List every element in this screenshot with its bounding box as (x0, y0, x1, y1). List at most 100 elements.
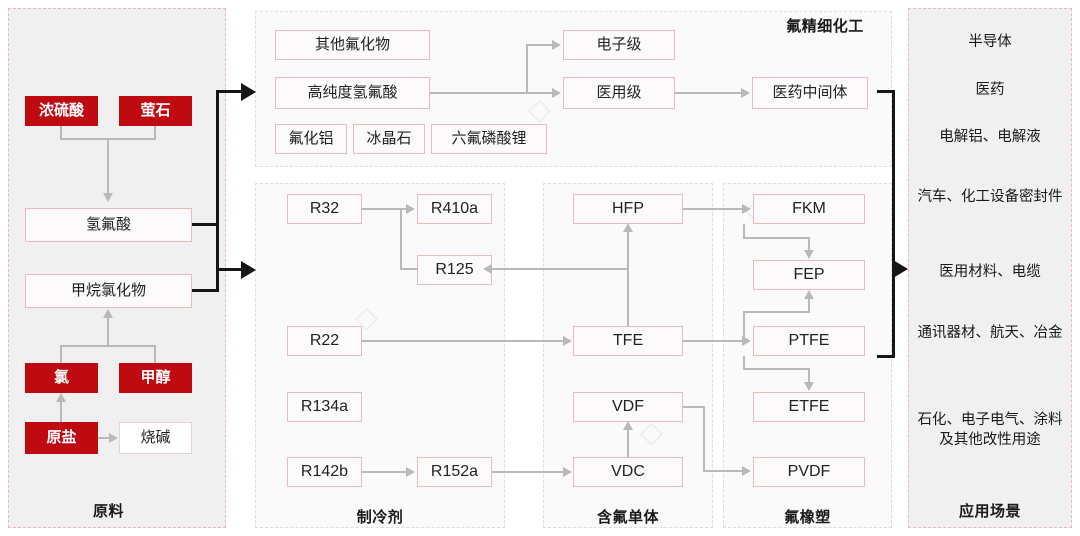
box-ptfe[interactable]: PTFE (753, 326, 865, 356)
box-fep[interactable]: FEP (753, 260, 865, 290)
application-item-auto-chemical-seals: 汽车、化工设备密封件 (917, 189, 1063, 205)
box-label: 其他氟化物 (314, 36, 390, 54)
connector-line (808, 299, 810, 312)
connector-line (683, 406, 705, 408)
box-lithium-hexafluorophosphate[interactable]: 六氟磷酸锂 (431, 124, 547, 154)
box-label: 烧碱 (140, 429, 171, 447)
box-label: R410a (430, 199, 479, 217)
box-r142b[interactable]: R142b (287, 457, 362, 487)
box-label: R125 (435, 260, 474, 278)
connector-line (703, 470, 743, 472)
box-fkm[interactable]: FKM (753, 194, 865, 224)
box-label: 氯 (53, 369, 69, 387)
box-raw-salt[interactable]: 原盐 (25, 422, 98, 454)
box-label: 浓硫酸 (38, 102, 84, 120)
connector-line (362, 340, 564, 342)
caption-raw-materials: 原料 (92, 503, 124, 520)
box-aluminium-fluoride[interactable]: 氟化铝 (275, 124, 347, 154)
box-other-fluorides[interactable]: 其他氟化物 (275, 30, 430, 60)
application-item-electrolytic-aluminium: 电解铝、电解液 (939, 129, 1041, 145)
box-etfe[interactable]: ETFE (753, 392, 865, 422)
connector-line (627, 430, 629, 457)
box-hfp[interactable]: HFP (573, 194, 683, 224)
application-item-medical-materials-cable: 医用材料、电缆 (939, 264, 1041, 280)
connector-line (400, 268, 418, 270)
box-label: 萤石 (140, 102, 171, 120)
box-label: 六氟磷酸锂 (451, 130, 527, 148)
connector-line (526, 45, 528, 93)
connector-line (400, 208, 402, 268)
connector-line (154, 345, 156, 363)
connector-line (154, 126, 156, 140)
connector-line (60, 126, 62, 140)
connector-arrowhead (742, 465, 751, 476)
box-r134a[interactable]: R134a (287, 392, 362, 422)
connector-line (703, 406, 705, 472)
connector-arrowhead (622, 421, 633, 430)
box-label: 医用级 (596, 84, 642, 102)
box-electronic-grade[interactable]: 电子级 (563, 30, 675, 60)
black-arrowhead-to-fine-chemicals (241, 82, 256, 101)
box-hydrofluoric-acid[interactable]: 氢氟酸 (25, 208, 192, 242)
box-label: VDF (612, 397, 644, 415)
connector-arrowhead (742, 203, 751, 214)
box-label: 电子级 (596, 36, 642, 54)
box-high-purity-hf[interactable]: 高纯度氢氟酸 (275, 77, 430, 109)
connector-arrowhead (563, 335, 572, 346)
connector-line (526, 44, 553, 46)
connector-arrowhead (741, 87, 750, 98)
black-connector-line (216, 90, 242, 93)
connector-line (60, 345, 62, 363)
black-connector-line (892, 90, 895, 358)
box-tfe[interactable]: TFE (573, 326, 683, 356)
connector-line (683, 208, 743, 210)
connector-arrowhead (406, 203, 415, 214)
box-pvdf[interactable]: PVDF (753, 457, 865, 487)
black-connector-line (192, 223, 219, 226)
box-label: 原盐 (46, 429, 77, 447)
connector-line (492, 471, 564, 473)
box-r152a[interactable]: R152a (417, 457, 492, 487)
connector-line (675, 92, 742, 94)
box-r410a[interactable]: R410a (417, 194, 492, 224)
box-label: PVDF (787, 462, 831, 480)
box-methane-chlorides[interactable]: 甲烷氯化物 (25, 274, 192, 308)
connector-arrowhead (483, 263, 492, 274)
box-label: 甲醇 (140, 369, 171, 387)
box-r125[interactable]: R125 (417, 255, 492, 285)
box-label: FKM (792, 199, 826, 217)
connector-arrowhead (406, 466, 415, 477)
connector-line (107, 138, 109, 194)
black-connector-line (877, 90, 895, 93)
connector-line (743, 224, 745, 239)
box-r22[interactable]: R22 (287, 326, 362, 356)
connector-arrowhead (803, 290, 814, 299)
connector-arrowhead (563, 466, 572, 477)
box-label: R22 (309, 331, 340, 349)
box-r32[interactable]: R32 (287, 194, 362, 224)
box-chlorine[interactable]: 氯 (25, 363, 98, 393)
connector-line (362, 208, 407, 210)
box-pharma-intermediate[interactable]: 医药中间体 (752, 77, 868, 109)
box-sulfuric-acid[interactable]: 浓硫酸 (25, 96, 98, 126)
box-fluorite[interactable]: 萤石 (119, 96, 192, 126)
panel-applications (908, 8, 1072, 528)
connector-line (98, 437, 110, 439)
box-label: R32 (309, 199, 340, 217)
box-label: R134a (300, 397, 349, 415)
box-label: 高纯度氢氟酸 (307, 84, 398, 102)
box-vdf[interactable]: VDF (573, 392, 683, 422)
box-cryolite[interactable]: 冰晶石 (353, 124, 425, 154)
application-item-semiconductor: 半导体 (968, 34, 1012, 50)
box-methanol[interactable]: 甲醇 (119, 363, 192, 393)
box-vdc[interactable]: VDC (573, 457, 683, 487)
box-caustic-soda[interactable]: 烧碱 (119, 422, 192, 454)
connector-arrowhead (803, 382, 814, 391)
box-label: 氢氟酸 (85, 216, 131, 234)
connector-arrowhead (109, 432, 118, 443)
black-connector-line (877, 355, 895, 358)
black-arrowhead-to-applications (893, 259, 908, 278)
box-medical-grade[interactable]: 医用级 (563, 77, 675, 109)
application-item-pharmaceutical: 医药 (975, 82, 1005, 98)
